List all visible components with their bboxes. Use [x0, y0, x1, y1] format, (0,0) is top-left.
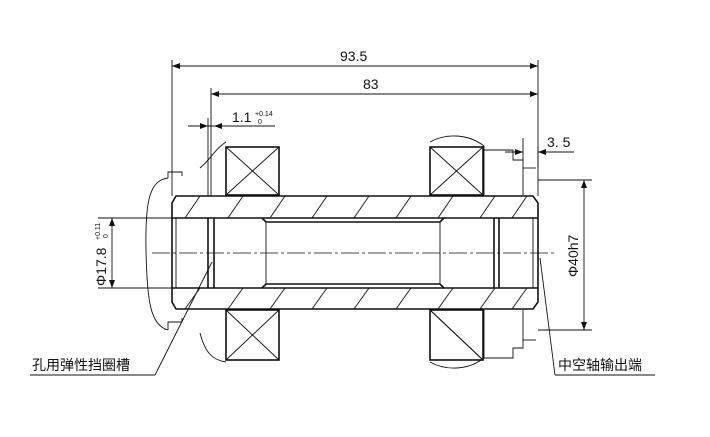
shaft-diameter-label: Φ40h7: [565, 234, 581, 277]
section-hatching-bottom: [184, 287, 528, 310]
hollow-shaft-output-note: 中空轴输出端: [558, 357, 642, 373]
housing-outline-right: [429, 135, 536, 369]
bore-diameter-tol-upper: +0.11: [95, 223, 102, 240]
bore-diameter-label: Φ17.8: [93, 247, 109, 286]
bearing-right-top: [429, 146, 484, 196]
groove-width-tol-upper: +0.14: [255, 111, 273, 118]
bore-diameter-tol-lower: 0: [103, 234, 110, 238]
retaining-ring-groove-note: 孔用弹性挡圈槽: [32, 357, 130, 373]
housing-outline-left: [145, 141, 227, 363]
groove-width-tol-lower: 0: [258, 119, 262, 126]
shaft-diameter-group: Φ40h7: [565, 234, 581, 277]
extension-lines: [98, 60, 592, 331]
bearing-left-bottom: [225, 309, 280, 361]
bearing-right-bottom: [429, 309, 484, 361]
overall-length-label: 93.5: [340, 48, 367, 64]
section-hatching-top: [184, 195, 528, 219]
bore-diameter-group: Φ17.8 +0.11 0: [93, 223, 110, 286]
leader-left: [30, 261, 213, 376]
flange-offset-label: 3. 5: [547, 134, 571, 150]
bearing-left-top: [225, 146, 280, 196]
leader-right: [539, 257, 655, 376]
dimension-groove: [188, 118, 275, 196]
groove-width-label: 1.1: [232, 109, 252, 125]
inner-length-label: 83: [363, 76, 379, 92]
